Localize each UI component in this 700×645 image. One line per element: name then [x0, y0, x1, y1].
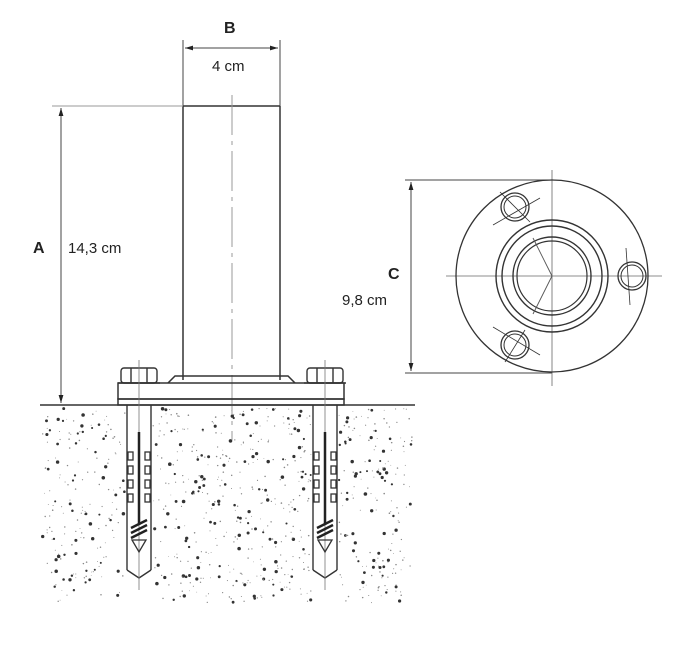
dimension-a-letter: A [33, 240, 45, 257]
bolt-top [492, 191, 541, 226]
dimension-b-value: 4 cm [212, 58, 245, 75]
bolt-right [617, 247, 647, 306]
dimension-c [405, 179, 552, 374]
top-view [405, 170, 662, 386]
flange-outline [455, 179, 649, 373]
bolt-bottom [492, 326, 541, 363]
side-view [40, 40, 415, 604]
dimension-b-letter: B [224, 20, 236, 37]
dimension-a-value: 14,3 cm [68, 240, 122, 257]
dimension-b [182, 40, 281, 106]
dimension-a [52, 105, 183, 403]
concrete-ground [41, 407, 413, 604]
dimension-c-letter: C [388, 266, 400, 283]
anchor-right [312, 360, 338, 590]
base-plate [117, 375, 345, 406]
tube [182, 95, 281, 440]
dimension-c-value: 9,8 cm [342, 292, 388, 309]
anchor-left [126, 360, 152, 590]
